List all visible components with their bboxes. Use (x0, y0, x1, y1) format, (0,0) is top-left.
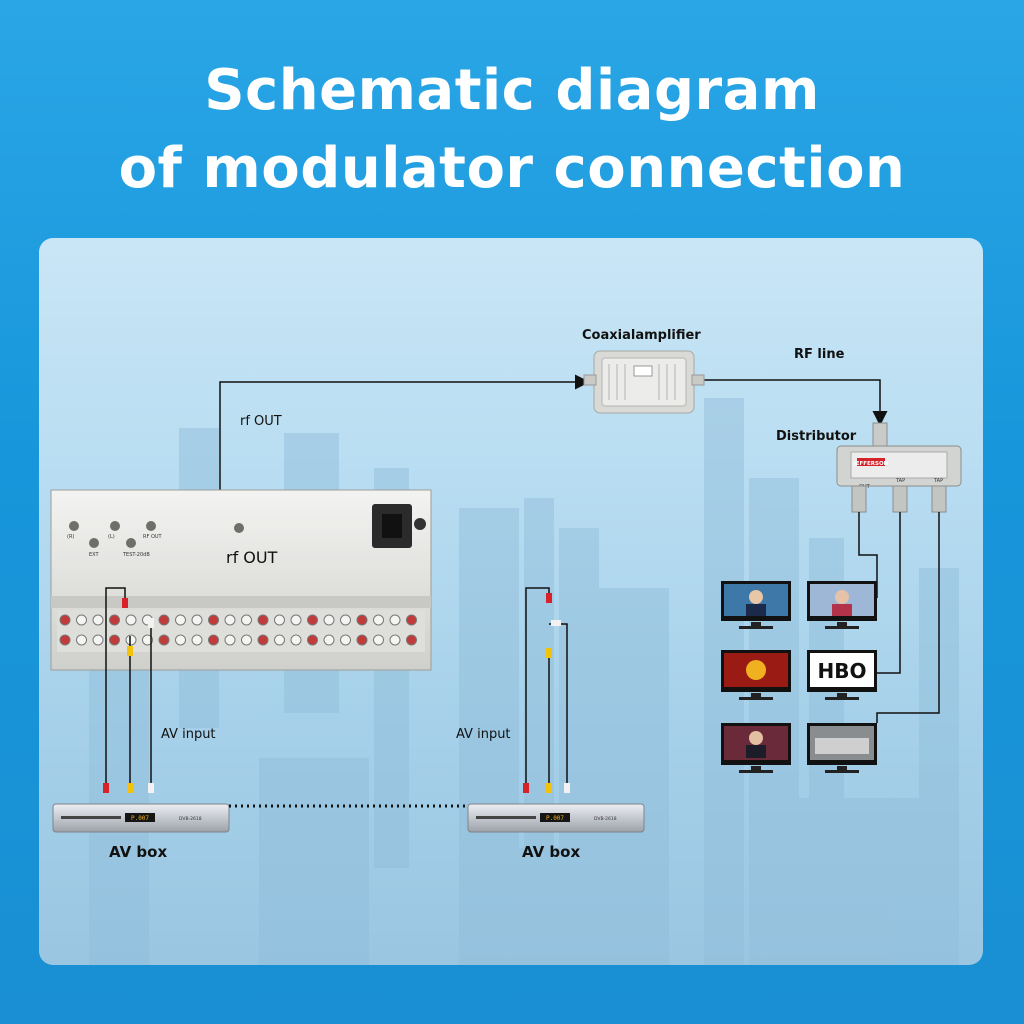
rca-jack (307, 614, 318, 626)
rca-jack (175, 634, 186, 646)
rf-line (694, 379, 888, 426)
rca-jack (76, 614, 87, 626)
rca-jack (307, 634, 318, 646)
port-label-test: TEST-20dB (122, 552, 150, 558)
rca-jack (389, 634, 401, 646)
rca-jack (208, 614, 219, 626)
av-input-jack-rows (57, 610, 425, 652)
distributor-port-tap-1: TAP (895, 478, 905, 484)
tv-1 (721, 581, 791, 629)
rca-jack (323, 614, 335, 626)
rca-jack (109, 634, 120, 646)
rca-jack (59, 634, 71, 646)
rca-jack (224, 614, 236, 626)
rca-jack (389, 614, 401, 626)
rca-jack (142, 634, 153, 646)
city-skyline-background (89, 398, 959, 965)
rca-jack (323, 634, 335, 646)
port-label-l: (L) (108, 534, 115, 540)
rca-jack (125, 614, 137, 626)
rca-jack (373, 614, 384, 626)
rca-jack (241, 614, 252, 626)
title-line-1: Schematic diagram (204, 58, 820, 123)
modulator-device: (R) (L) RF OUT EXT TEST-20dB (50, 489, 432, 671)
tv-3 (721, 650, 791, 700)
rca-jack (290, 614, 302, 626)
tv-5 (721, 723, 791, 773)
av-input-left-label: AV input (161, 727, 216, 742)
title-line-2: of modulator connection (118, 136, 906, 201)
page-title: Schematic diagram of modulator connectio… (0, 52, 1024, 208)
distributor-brand: JEFFERSON (853, 461, 889, 467)
av-input-right-label: AV input (456, 727, 511, 742)
rca-jack (125, 634, 137, 646)
rca-jack (373, 634, 384, 646)
av-box-right-device: P.007 DVB-2618 (467, 803, 645, 833)
rca-jack (59, 614, 71, 626)
receiver-left-model: DVB-2618 (179, 816, 202, 822)
rca-jack (92, 614, 104, 626)
diagram-panel: JEFFERSON OUT TAP TAP (39, 238, 983, 965)
rca-jack (191, 614, 203, 626)
av-cables-left (103, 587, 154, 793)
rca-jack (290, 634, 302, 646)
rca-jack (274, 634, 285, 646)
rca-jack (406, 614, 417, 626)
diagram-canvas: JEFFERSON OUT TAP TAP (50, 350, 962, 965)
rca-jack (175, 614, 186, 626)
av-box-right-label: AV box (522, 843, 581, 861)
rca-jack (340, 634, 351, 646)
av-box-left-label: AV box (109, 843, 168, 861)
rca-jack (356, 614, 368, 626)
coaxial-amplifier (583, 350, 705, 414)
rca-jack (340, 614, 351, 626)
rf-line-label: RF line (794, 347, 845, 362)
receiver-right-display: P.007 (546, 815, 564, 822)
rca-jack (406, 634, 417, 646)
port-label-ext: EXT (89, 552, 99, 558)
receiver-right-model: DVB-2618 (594, 816, 617, 822)
rca-jack (109, 614, 120, 626)
rca-jack (257, 614, 269, 626)
rf-out-line-label: rf OUT (240, 414, 282, 429)
rca-jack (76, 634, 87, 646)
hbo-logo-text: HBO (818, 659, 867, 683)
receiver-left-display: P.007 (131, 815, 149, 822)
rca-jack (191, 634, 203, 646)
tv-feed-wires (858, 512, 940, 723)
rca-jack (208, 634, 219, 646)
rca-jack (356, 634, 368, 646)
port-label-rf-out: RF OUT (143, 534, 163, 540)
rca-jack (224, 634, 236, 646)
tv-2 (807, 581, 877, 629)
rca-jack (274, 614, 285, 626)
rca-jack (158, 614, 170, 626)
rca-jack (241, 634, 252, 646)
av-box-left-device: P.007 DVB-2618 (52, 803, 230, 833)
rf-out-line (219, 374, 590, 490)
rca-jack (257, 634, 269, 646)
distributor-splitter: JEFFERSON OUT TAP TAP (836, 422, 962, 513)
port-label-r: (R) (67, 534, 74, 540)
coaxial-amplifier-label: Coaxialamplifier (582, 328, 701, 343)
distributor-label: Distributor (776, 429, 857, 444)
distributor-port-tap-2: TAP (933, 478, 943, 484)
rca-jack (158, 634, 170, 646)
av-cables-right (523, 587, 570, 793)
rf-out-device-label: rf OUT (226, 548, 278, 567)
tv-6 (807, 723, 877, 773)
tv-4-hbo: HBO (807, 650, 877, 700)
rca-jack (92, 634, 104, 646)
